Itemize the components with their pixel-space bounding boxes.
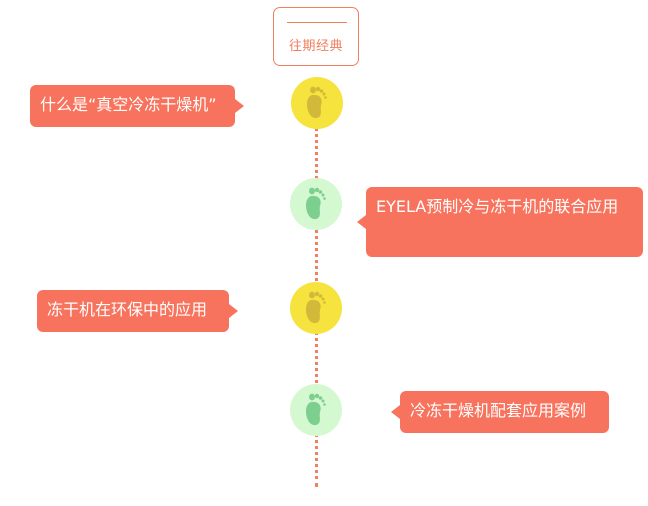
header-divider bbox=[287, 22, 347, 23]
timeline-item-3[interactable]: 冻干机在环保中的应用 bbox=[37, 290, 238, 332]
footprint-icon bbox=[301, 288, 331, 328]
timeline-item-1[interactable]: 什么是“真空冷冻干燥机” bbox=[30, 85, 244, 127]
timeline-item-2[interactable]: EYELA预制冷与冻干机的联合应用 bbox=[357, 187, 643, 257]
timeline-node-3 bbox=[290, 282, 342, 334]
header-box: 往期经典 bbox=[273, 7, 359, 66]
timeline-node-1 bbox=[291, 77, 343, 129]
timeline-item-label: 冷冻干燥机配套应用案例 bbox=[410, 401, 587, 420]
footprint-icon bbox=[301, 390, 331, 430]
timeline-node-4 bbox=[290, 384, 342, 436]
timeline-node-2 bbox=[290, 178, 342, 230]
timeline-item-label: 什么是“真空冷冻干燥机” bbox=[40, 95, 217, 114]
header-title: 往期经典 bbox=[288, 39, 343, 54]
timeline-item-label: 冻干机在环保中的应用 bbox=[47, 300, 208, 319]
timeline-item-4[interactable]: 冷冻干燥机配套应用案例 bbox=[391, 391, 609, 433]
footprint-icon bbox=[302, 83, 332, 123]
footprint-icon bbox=[301, 184, 331, 224]
timeline-item-label: EYELA预制冷与冻干机的联合应用 bbox=[376, 197, 619, 216]
